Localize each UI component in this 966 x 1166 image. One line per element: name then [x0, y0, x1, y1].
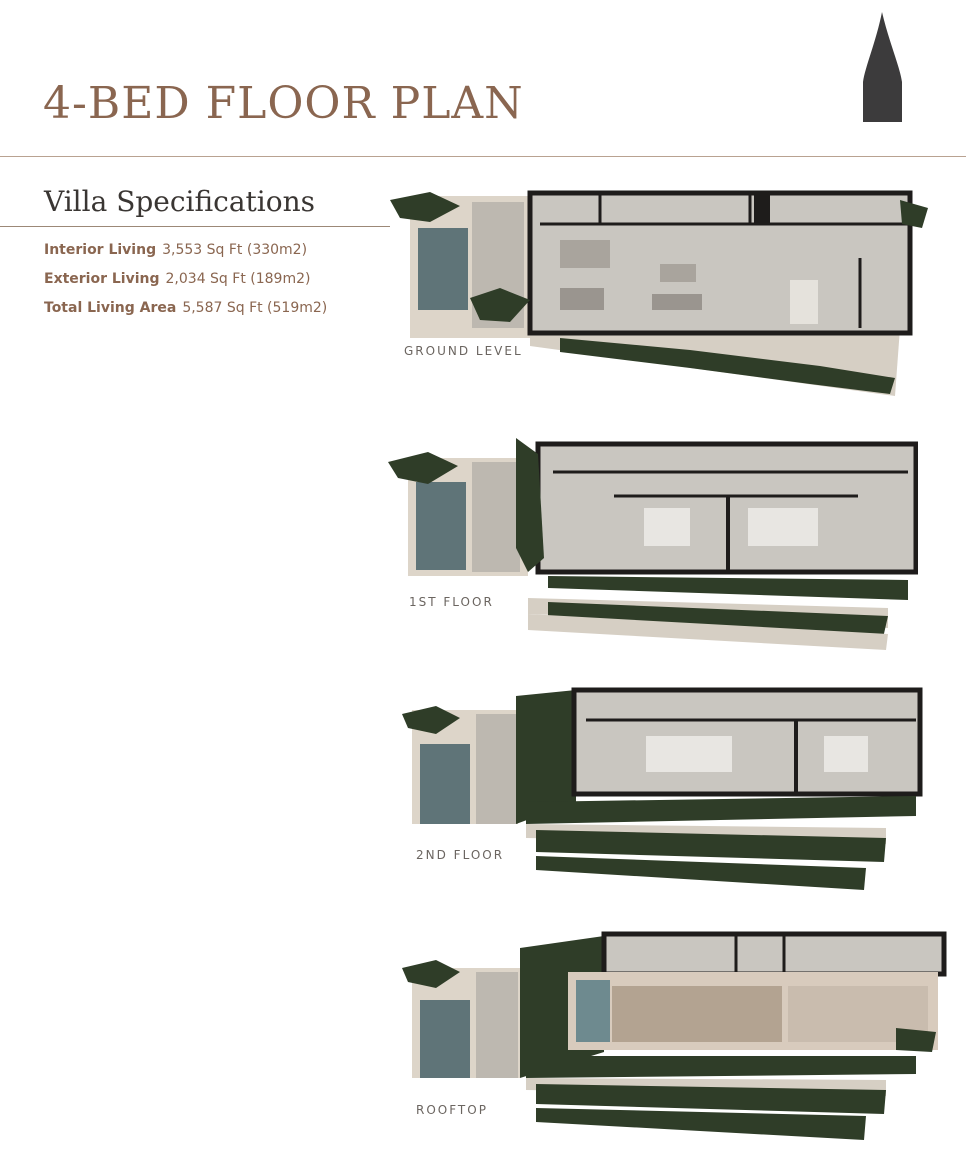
page-title: 4-BED FLOOR PLAN — [43, 78, 524, 129]
level-label-second: 2ND FLOOR — [412, 847, 509, 863]
level-label-first: 1ST FLOOR — [405, 594, 498, 610]
header-divider — [0, 156, 966, 157]
level-label-rooftop: ROOFTOP — [412, 1102, 492, 1118]
second-floor-plan — [396, 684, 926, 898]
specifications-list: Interior Living 3,553 Sq Ft (330m2) Exter… — [44, 240, 327, 327]
ground-level-plan — [390, 188, 930, 400]
spec-value: 3,553 Sq Ft (330m2) — [162, 242, 308, 258]
rooftop-plan — [396, 928, 948, 1148]
spec-value: 2,034 Sq Ft (189m2) — [165, 271, 311, 287]
spec-value: 5,587 Sq Ft (519m2) — [182, 300, 328, 316]
spec-row-exterior: Exterior Living 2,034 Sq Ft (189m2) — [44, 269, 327, 298]
spec-label: Exterior Living — [44, 271, 160, 287]
level-label-ground: GROUND LEVEL — [400, 343, 527, 359]
specifications-heading: Villa Specifications — [44, 185, 316, 218]
spec-label: Total Living Area — [44, 300, 177, 316]
first-floor-plan — [388, 438, 918, 654]
spire-logo-icon — [863, 12, 902, 122]
spec-row-interior: Interior Living 3,553 Sq Ft (330m2) — [44, 240, 327, 269]
spec-row-total: Total Living Area 5,587 Sq Ft (519m2) — [44, 298, 327, 327]
specifications-divider — [0, 226, 390, 227]
spec-label: Interior Living — [44, 242, 157, 258]
